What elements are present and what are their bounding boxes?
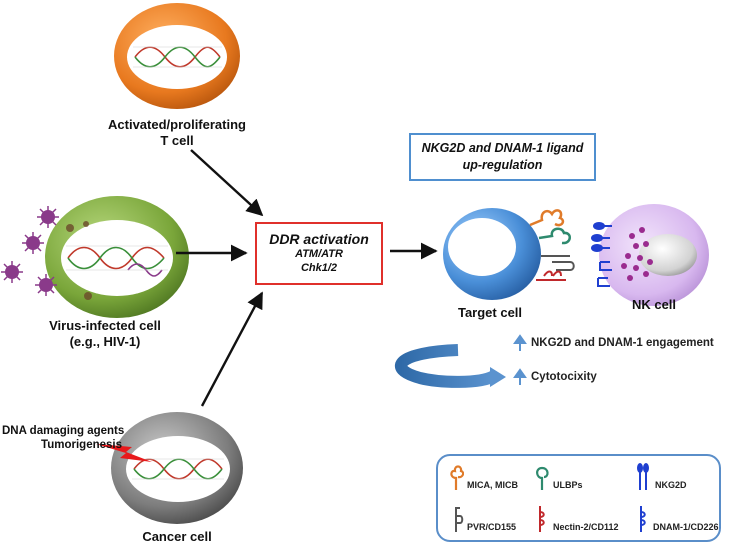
target-cell-label: Target cell <box>457 305 523 320</box>
ligand-line2: up-regulation <box>462 158 543 172</box>
arrow-t-to-ddr <box>190 149 264 217</box>
dnam-icon <box>640 506 646 532</box>
ulbps-icon <box>536 466 549 490</box>
cycle-arrow-icon <box>394 344 497 388</box>
legend-nectin: Nectin-2/CD112 <box>534 504 619 532</box>
cytotoxicity-text: Cytotocixity <box>531 371 597 383</box>
dna-helix-icon <box>132 458 224 480</box>
pvr-icon <box>455 507 464 532</box>
pvr-ligand <box>541 255 575 271</box>
virus-particle-icon <box>35 274 57 296</box>
legend-pvr: PVR/CD155 <box>448 504 516 532</box>
legend-nkg2d: NKG2D <box>634 462 687 490</box>
virus-particle-icon <box>22 232 44 254</box>
legend-box: MICA, MICB ULBPs NKG2D PVR/CD155 Nectin-… <box>436 454 721 542</box>
virus-particle-icon <box>37 206 59 228</box>
nectin-ligand <box>536 270 566 281</box>
mica-ligand <box>529 209 565 227</box>
mica-icon <box>450 465 464 490</box>
legend-ulbps: ULBPs <box>534 464 583 490</box>
t-cell <box>114 3 240 109</box>
dnam1-receptors <box>597 261 612 287</box>
ddr-title: DDR activation <box>269 231 369 247</box>
nkg2d-icon <box>637 463 649 490</box>
virus-particles <box>1 206 59 296</box>
dna-helix-icon <box>133 46 222 68</box>
legend-mica: MICA, MICB <box>448 464 518 490</box>
target-cell <box>443 208 575 300</box>
virus-infected-cell <box>45 196 189 318</box>
ulbp-ligand <box>538 227 571 245</box>
ligand-line1: NKG2D and DNAM-1 ligand <box>421 141 584 155</box>
cancer-cell <box>111 412 243 524</box>
lightning-bolt-icon <box>96 444 152 462</box>
ligand-upregulation-box: NKG2D and DNAM-1 ligand up-regulation <box>409 133 596 181</box>
nkg2d-receptors <box>591 222 612 252</box>
legend-dnam: DNAM-1/CD226 <box>634 504 719 532</box>
cancer-cell-label: Cancer cell <box>142 529 212 544</box>
arrow-cancer-to-ddr <box>200 291 264 407</box>
nk-cell-label: NK cell <box>631 297 677 312</box>
nectin-icon <box>539 506 545 532</box>
ddr-line2: Chk1/2 <box>300 262 338 274</box>
dna-damaging-label: DNA damaging agents Tumorigenesis <box>2 425 125 451</box>
ddr-line1: ATM/ATR <box>295 248 343 260</box>
virus-cell-label: Virus-infected cell (e.g., HIV-1) <box>49 318 161 349</box>
up-arrow-icon <box>513 334 527 351</box>
up-arrow-icon <box>513 368 527 385</box>
t-cell-label: Activated/proliferating T cell <box>108 117 246 148</box>
dna-helix-icon <box>66 245 168 277</box>
engagement-text: NKG2D and DNAM-1 engagement <box>531 337 714 349</box>
ddr-activation-box: DDR activation ATM/ATR Chk1/2 <box>255 222 383 285</box>
virus-particle-icon <box>1 261 23 283</box>
nk-cell <box>591 204 709 306</box>
